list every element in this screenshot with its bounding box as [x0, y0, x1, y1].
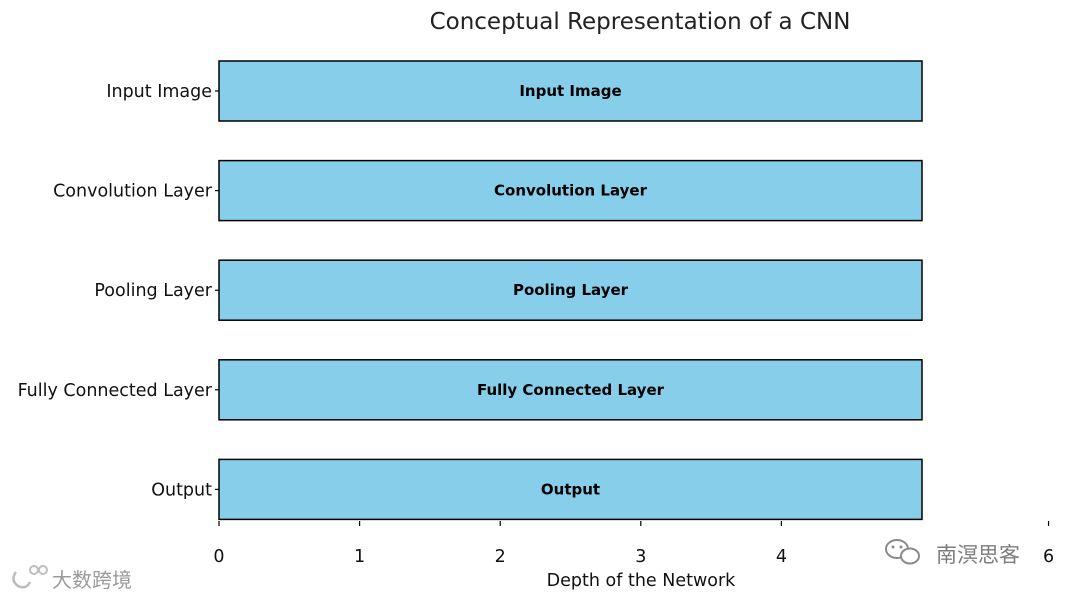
brand-logo-icon	[12, 565, 48, 589]
bar	[218, 458, 923, 521]
bar-label: Convolution Layer	[494, 182, 648, 200]
watermark-right-text: 南溟思客	[936, 543, 1020, 567]
x-tick-label: 4	[776, 547, 787, 567]
bar	[218, 159, 923, 222]
bar-label: Input Image	[519, 82, 621, 100]
y-tick-label: Convolution Layer	[53, 182, 213, 202]
watermark-left: 大数跨境	[12, 565, 132, 592]
bar-label: Fully Connected Layer	[477, 381, 665, 399]
bar	[218, 359, 923, 421]
x-tick-label: 0	[213, 547, 224, 567]
bar-label: Pooling Layer	[513, 281, 629, 299]
bar-label: Output	[541, 480, 600, 498]
watermark-right: 南溟思客	[885, 539, 1020, 567]
bar	[218, 259, 923, 321]
x-tick-label: 3	[635, 547, 646, 567]
y-tick-label: Input Image	[106, 82, 212, 102]
x-axis: 0 1 2 3 4 6	[213, 521, 1054, 567]
chart-title: Conceptual Representation of a CNN	[430, 9, 851, 35]
y-tick-label: Output	[151, 480, 212, 500]
x-tick-label: 1	[354, 547, 365, 567]
bar	[218, 60, 923, 122]
x-axis-label: Depth of the Network	[547, 571, 737, 591]
x-tick-label: 2	[495, 547, 506, 567]
y-tick-label: Pooling Layer	[94, 281, 212, 301]
watermark-left-text: 大数跨境	[52, 568, 132, 592]
x-tick-label: 6	[1043, 547, 1054, 567]
wechat-logo-icon	[885, 539, 920, 565]
y-tick-label: Fully Connected Layer	[18, 381, 213, 401]
